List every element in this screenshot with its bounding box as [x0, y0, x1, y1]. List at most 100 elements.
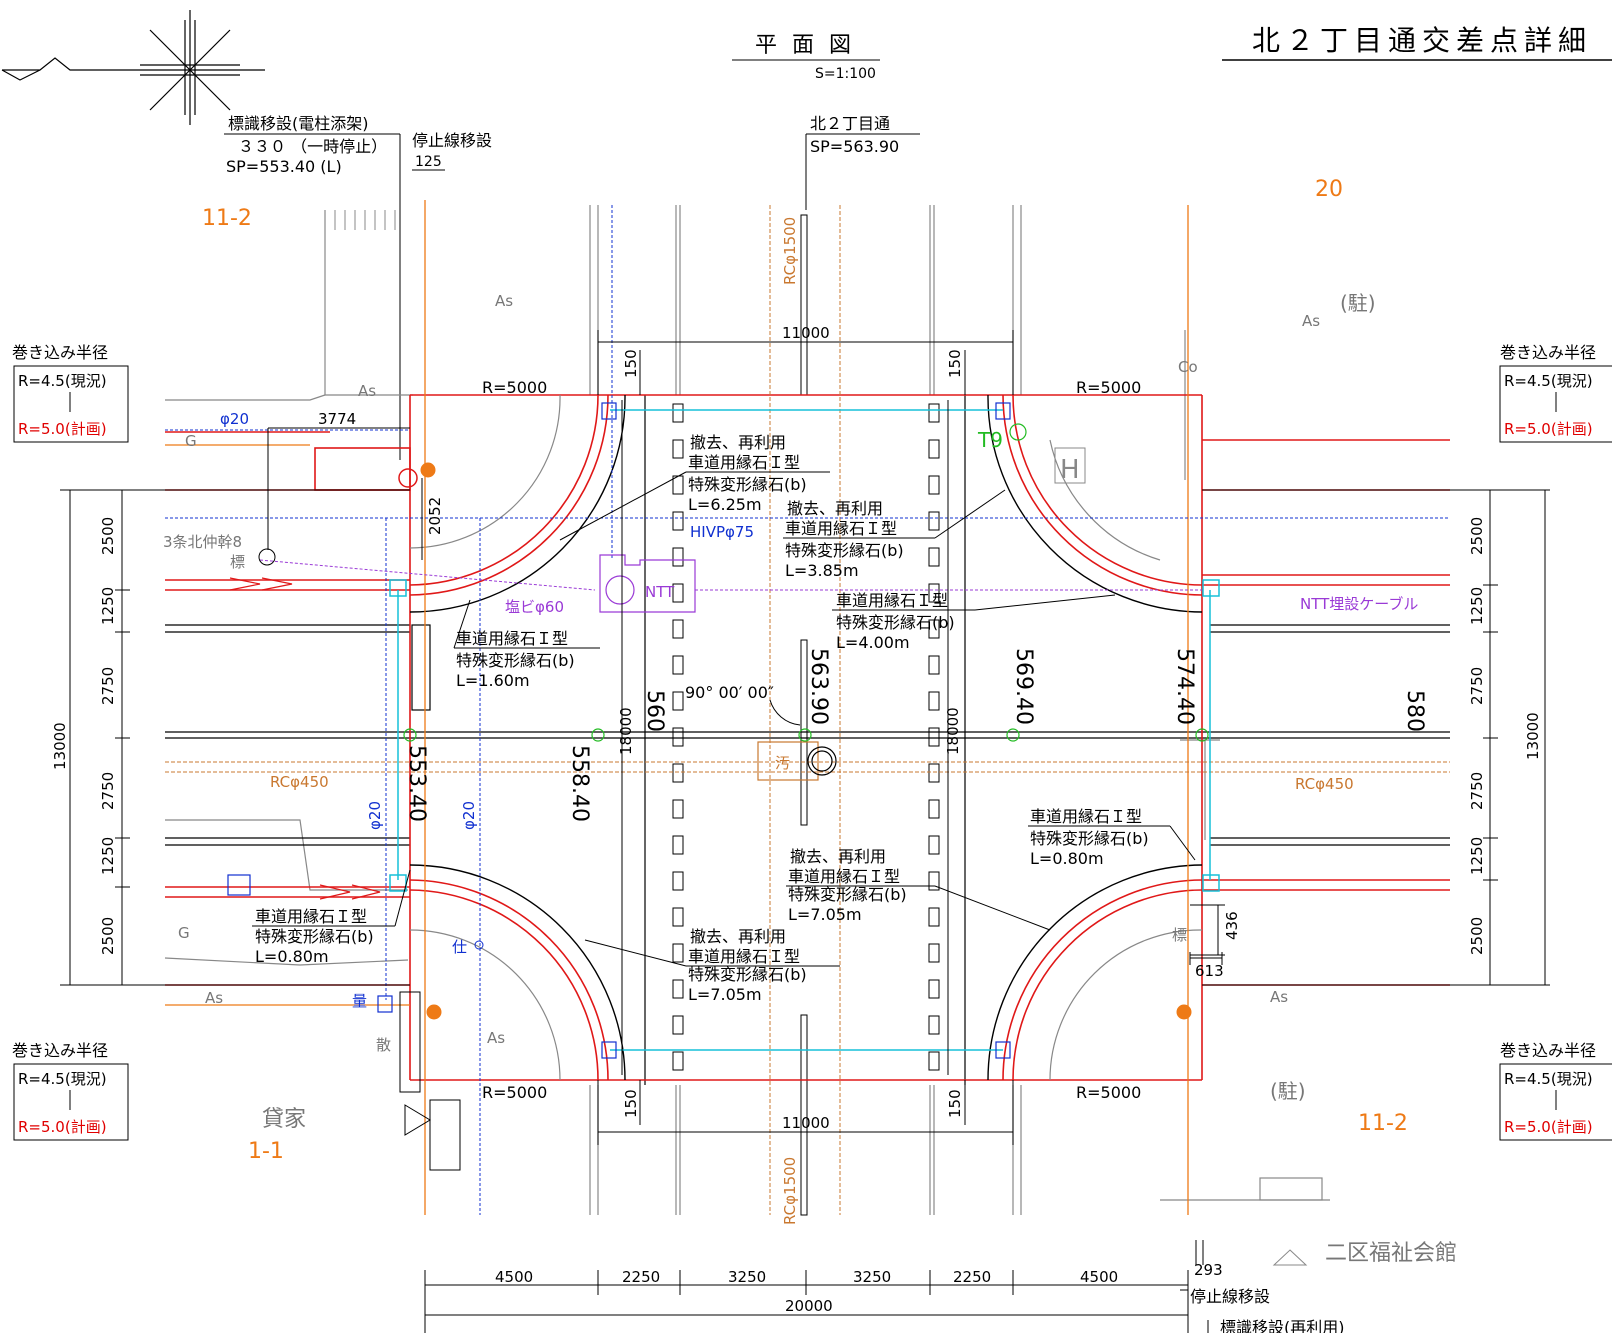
- curb-note-8: 撤去、再利用 車道用縁石Ｉ型 特殊変形縁石(b) L=7.05m: [584, 927, 840, 1004]
- elevation-label: 560: [642, 690, 667, 732]
- turn-radius-title: 巻き込み半径: [12, 1041, 108, 1060]
- sign-relocation-sp: SP=553.40 (L): [226, 157, 342, 176]
- curb-note-1: 撤去、再利用 車道用縁石Ｉ型 特殊変形縁石(b) L=6.25m: [559, 433, 830, 541]
- svg-text:撤去、再利用: 撤去、再利用: [690, 927, 786, 946]
- dim-label: 2500: [1468, 517, 1486, 555]
- turn-radius-title: 巻き込み半径: [1500, 343, 1596, 362]
- radius-current: R=4.5(現況): [1504, 1070, 1593, 1088]
- dim-label: 2052: [426, 497, 444, 535]
- dim-label: 2500: [99, 517, 117, 555]
- dim-label: 150: [622, 1089, 640, 1118]
- dim-label: 2500: [99, 917, 117, 955]
- sign-relocation-title: 標識移設(電柱添架): [228, 114, 369, 133]
- curve-radius-label: R=5000: [482, 1083, 547, 1102]
- turn-radius-box-br: 巻き込み半径 R=4.5(現況) R=5.0(計画): [1499, 1041, 1612, 1141]
- ntt-label: NTT: [645, 583, 675, 601]
- svg-text:L=0.80m: L=0.80m: [1030, 849, 1104, 868]
- lot-label: 11-2: [1358, 1111, 1408, 1136]
- scatter-label: 散: [376, 1036, 391, 1054]
- dim-label: 2250: [953, 1268, 991, 1286]
- dim-label: 150: [946, 1089, 964, 1118]
- stair-hatch: [334, 210, 396, 230]
- radius-current: R=4.5(現況): [18, 1070, 107, 1088]
- svg-text:L=1.60m: L=1.60m: [456, 671, 530, 690]
- as-label: As: [205, 989, 223, 1007]
- dim-label: 3250: [853, 1268, 891, 1286]
- svg-text:特殊変形縁石(b): 特殊変形縁石(b): [785, 541, 904, 560]
- elevation-points: [403, 423, 1209, 742]
- scale-label: S=1:100: [815, 66, 876, 82]
- dim-label: 1250: [99, 837, 117, 875]
- ntt-cable-label: NTT埋設ケーブル: [1300, 595, 1418, 613]
- rc450-label: RCφ450: [1295, 775, 1354, 793]
- road-sp-top: SP=563.90: [810, 137, 899, 156]
- curve-radius-label: R=5000: [482, 378, 547, 397]
- sign-relocation-bottom: 標識移設(再利用): [1220, 1318, 1345, 1333]
- dim-label: 13000: [1524, 712, 1542, 760]
- h-mark: H: [1060, 455, 1080, 485]
- rc1500-label: RCφ1500: [781, 1157, 799, 1225]
- curb-note-5: 車道用縁石Ｉ型 特殊変形縁石(b) L=0.80m: [1028, 807, 1196, 868]
- stop-line-dim-top: 125: [415, 154, 442, 170]
- dim-label: 3774: [318, 410, 356, 428]
- dim-label: 18000: [617, 707, 635, 755]
- compass-symbol: [1, 10, 265, 125]
- rental-house-label: 貸家: [262, 1107, 306, 1132]
- dim-label: 436: [1223, 911, 1241, 940]
- svg-text:撤去、再利用: 撤去、再利用: [690, 433, 786, 452]
- plan-label: 平 面 図: [755, 33, 855, 58]
- dim-label: 2750: [99, 772, 117, 810]
- dim-label: 18000: [944, 707, 962, 755]
- turn-radius-box-tl: 巻き込み半径 R=4.5(現況) R=5.0(計画): [12, 343, 129, 443]
- dim-label: 2750: [99, 667, 117, 705]
- sign-label: 標: [1172, 926, 1187, 944]
- svg-text:特殊変形縁石(b): 特殊変形縁石(b): [456, 651, 575, 670]
- sewer-manhole: [757, 741, 837, 781]
- corner-arcs: [409, 394, 1203, 1081]
- elevation-label: 563.90: [806, 648, 831, 725]
- svg-text:L=6.25m: L=6.25m: [688, 495, 762, 514]
- lot-label: 1-1: [248, 1139, 284, 1164]
- svg-text:特殊変形縁石(b): 特殊変形縁石(b): [688, 475, 807, 494]
- turn-radius-title: 巻き込み半径: [12, 343, 108, 362]
- stop-line-label-top: 停止線移設: [412, 131, 492, 150]
- meter-label: 量: [352, 992, 367, 1010]
- g-label: G: [178, 924, 190, 942]
- lot-label: 20: [1315, 177, 1343, 202]
- shi-label: 仕: [452, 938, 467, 956]
- svg-text:L=7.05m: L=7.05m: [788, 905, 862, 924]
- dim-label: 613: [1195, 962, 1224, 980]
- radius-current: R=4.5(現況): [1504, 372, 1593, 390]
- sewer-label: 汚: [775, 754, 790, 772]
- dimension-lines: [60, 330, 1550, 1333]
- turn-radius-box-tr: 巻き込み半径 R=4.5(現況) R=5.0(計画): [1499, 343, 1612, 443]
- elevation-label: 569.40: [1011, 648, 1036, 725]
- turn-radius-box-bl: 巻き込み半径 R=4.5(現況) R=5.0(計画): [12, 1041, 129, 1141]
- svg-text:L=7.05m: L=7.05m: [688, 985, 762, 1004]
- elevation-label: 553.40: [404, 745, 429, 822]
- dim-label: 20000: [785, 1297, 833, 1315]
- lot-label: 11-2: [202, 206, 252, 231]
- radius-planned: R=5.0(計画): [18, 1118, 107, 1136]
- dim-label: 11000: [782, 1114, 830, 1132]
- angle-label: 90° 00′ 00″: [685, 683, 774, 702]
- sheet-title: 北２丁目通交差点詳細: [1252, 24, 1592, 57]
- svg-text:特殊変形縁石(b): 特殊変形縁石(b): [255, 927, 374, 946]
- dim-label: 2250: [622, 1268, 660, 1286]
- parking-label: (駐): [1270, 1079, 1306, 1103]
- existing-arcs: [409, 394, 1203, 1081]
- t9-label: T9: [977, 428, 1003, 452]
- rc1500-label: RCφ1500: [781, 217, 799, 285]
- svg-text:車道用縁石Ｉ型: 車道用縁石Ｉ型: [785, 519, 897, 538]
- svg-text:車道用縁石Ｉ型: 車道用縁石Ｉ型: [788, 867, 900, 886]
- sign-label: 標: [230, 553, 245, 571]
- svg-text:撤去、再利用: 撤去、再利用: [790, 847, 886, 866]
- pipe-label: φ20: [220, 410, 249, 428]
- svg-text:車道用縁石Ｉ型: 車道用縁石Ｉ型: [1030, 807, 1142, 826]
- ntt-manhole: [599, 554, 696, 613]
- curve-radius-label: R=5000: [1076, 378, 1141, 397]
- turn-radius-title: 巻き込み半径: [1500, 1041, 1596, 1060]
- svg-text:車道用縁石Ｉ型: 車道用縁石Ｉ型: [688, 947, 800, 966]
- curve-radius-label: R=5000: [1076, 1083, 1141, 1102]
- elevation-label: 558.40: [567, 745, 592, 822]
